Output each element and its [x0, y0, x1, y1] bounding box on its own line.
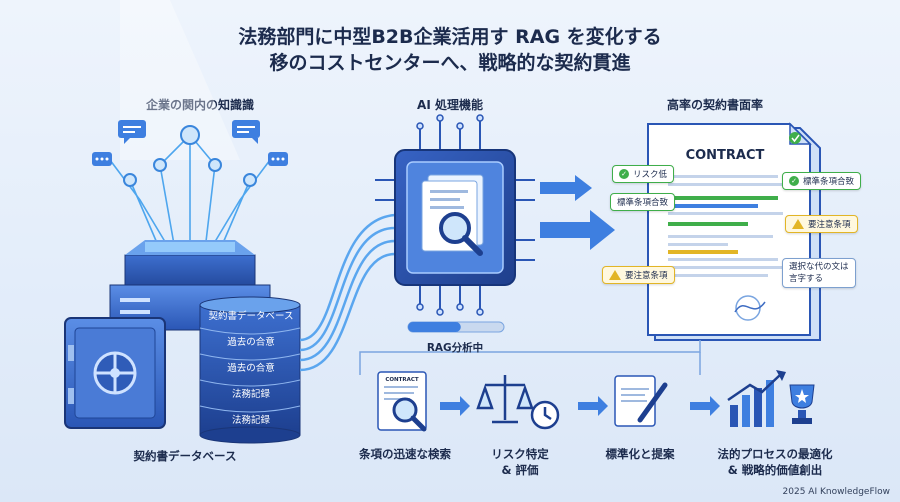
tag-standard-clause-right: ✓ 標準条項合致: [782, 172, 862, 190]
db-item-past-agreement-1: 過去の合意: [227, 337, 275, 348]
section-ai-title: AI 処理機能: [417, 98, 483, 112]
check-icon: ✓: [789, 176, 799, 186]
data-flow-lines: [299, 213, 396, 372]
db-item-contract-database: 契約書データベース: [208, 311, 294, 322]
db-item-legal-records-2: 法務記録: [231, 415, 270, 426]
step-arrow-3: [690, 396, 720, 416]
rag-status-label: RAG分析中: [426, 342, 484, 354]
warning-icon: [609, 270, 621, 280]
db-item-legal-records-1: 法務記録: [231, 389, 270, 400]
step-arrow-1: [440, 396, 470, 416]
database-caption: 契約書データベース: [133, 449, 237, 463]
step-icon-standardize: [614, 375, 668, 427]
step-icon-search: [377, 371, 427, 432]
ai-processor-chip: [375, 114, 535, 316]
page-title-line2: 移のコストセンターへ、戦略的な契約貫進: [269, 52, 631, 74]
output-arrows: [540, 175, 615, 250]
step-label-search: 条項の迅速な検索: [359, 447, 451, 461]
chat-bubble-icons: [92, 120, 288, 166]
db-item-past-agreement-2: 過去の合意: [227, 363, 275, 374]
tag-caution-clause-right: 要注意条項: [785, 215, 858, 233]
contract-connector: [359, 340, 701, 375]
vault-safe-icon: [64, 317, 166, 429]
footer-credit: 2025 AI KnowledgeFlow: [782, 487, 890, 497]
step-icon-scales: [476, 375, 560, 430]
warning-icon: [792, 219, 804, 229]
light-beam: [120, 0, 240, 160]
rag-progress-bar: [407, 321, 505, 333]
contract-document: [647, 122, 821, 341]
step-label-risk: リスク特定 & 評価: [491, 447, 549, 477]
step-arrow-2: [578, 396, 608, 416]
database-cylinder-icon: [199, 296, 301, 444]
tag-low-risk: ✓ リスク低: [612, 165, 675, 183]
network-nodes: [123, 125, 257, 187]
tag-suggestion: 選択な代の文は 言字する: [782, 258, 856, 288]
step-icon-growth-trophy: [727, 370, 815, 427]
section-contract-title: 高率の契約書面率: [666, 98, 763, 112]
tag-standard-clause-left: 標準条項合致: [610, 193, 676, 211]
check-icon: ✓: [619, 169, 629, 179]
tag-caution-clause-left: 要注意条項: [602, 266, 675, 284]
step-label-optimize: 法的プロセスの最適化 & 戦略的価値創出: [717, 447, 833, 477]
step-label-standardize: 標準化と提案: [605, 447, 675, 461]
contract-heading: CONTRACT: [685, 148, 765, 163]
section-knowledge-title: 企業の関内の知識識: [145, 98, 254, 112]
page-title-line1: 法務部門に中型B2B企業活用す RAG を変化する: [238, 26, 662, 48]
step1-doc-heading: CONTRACT: [385, 377, 419, 383]
